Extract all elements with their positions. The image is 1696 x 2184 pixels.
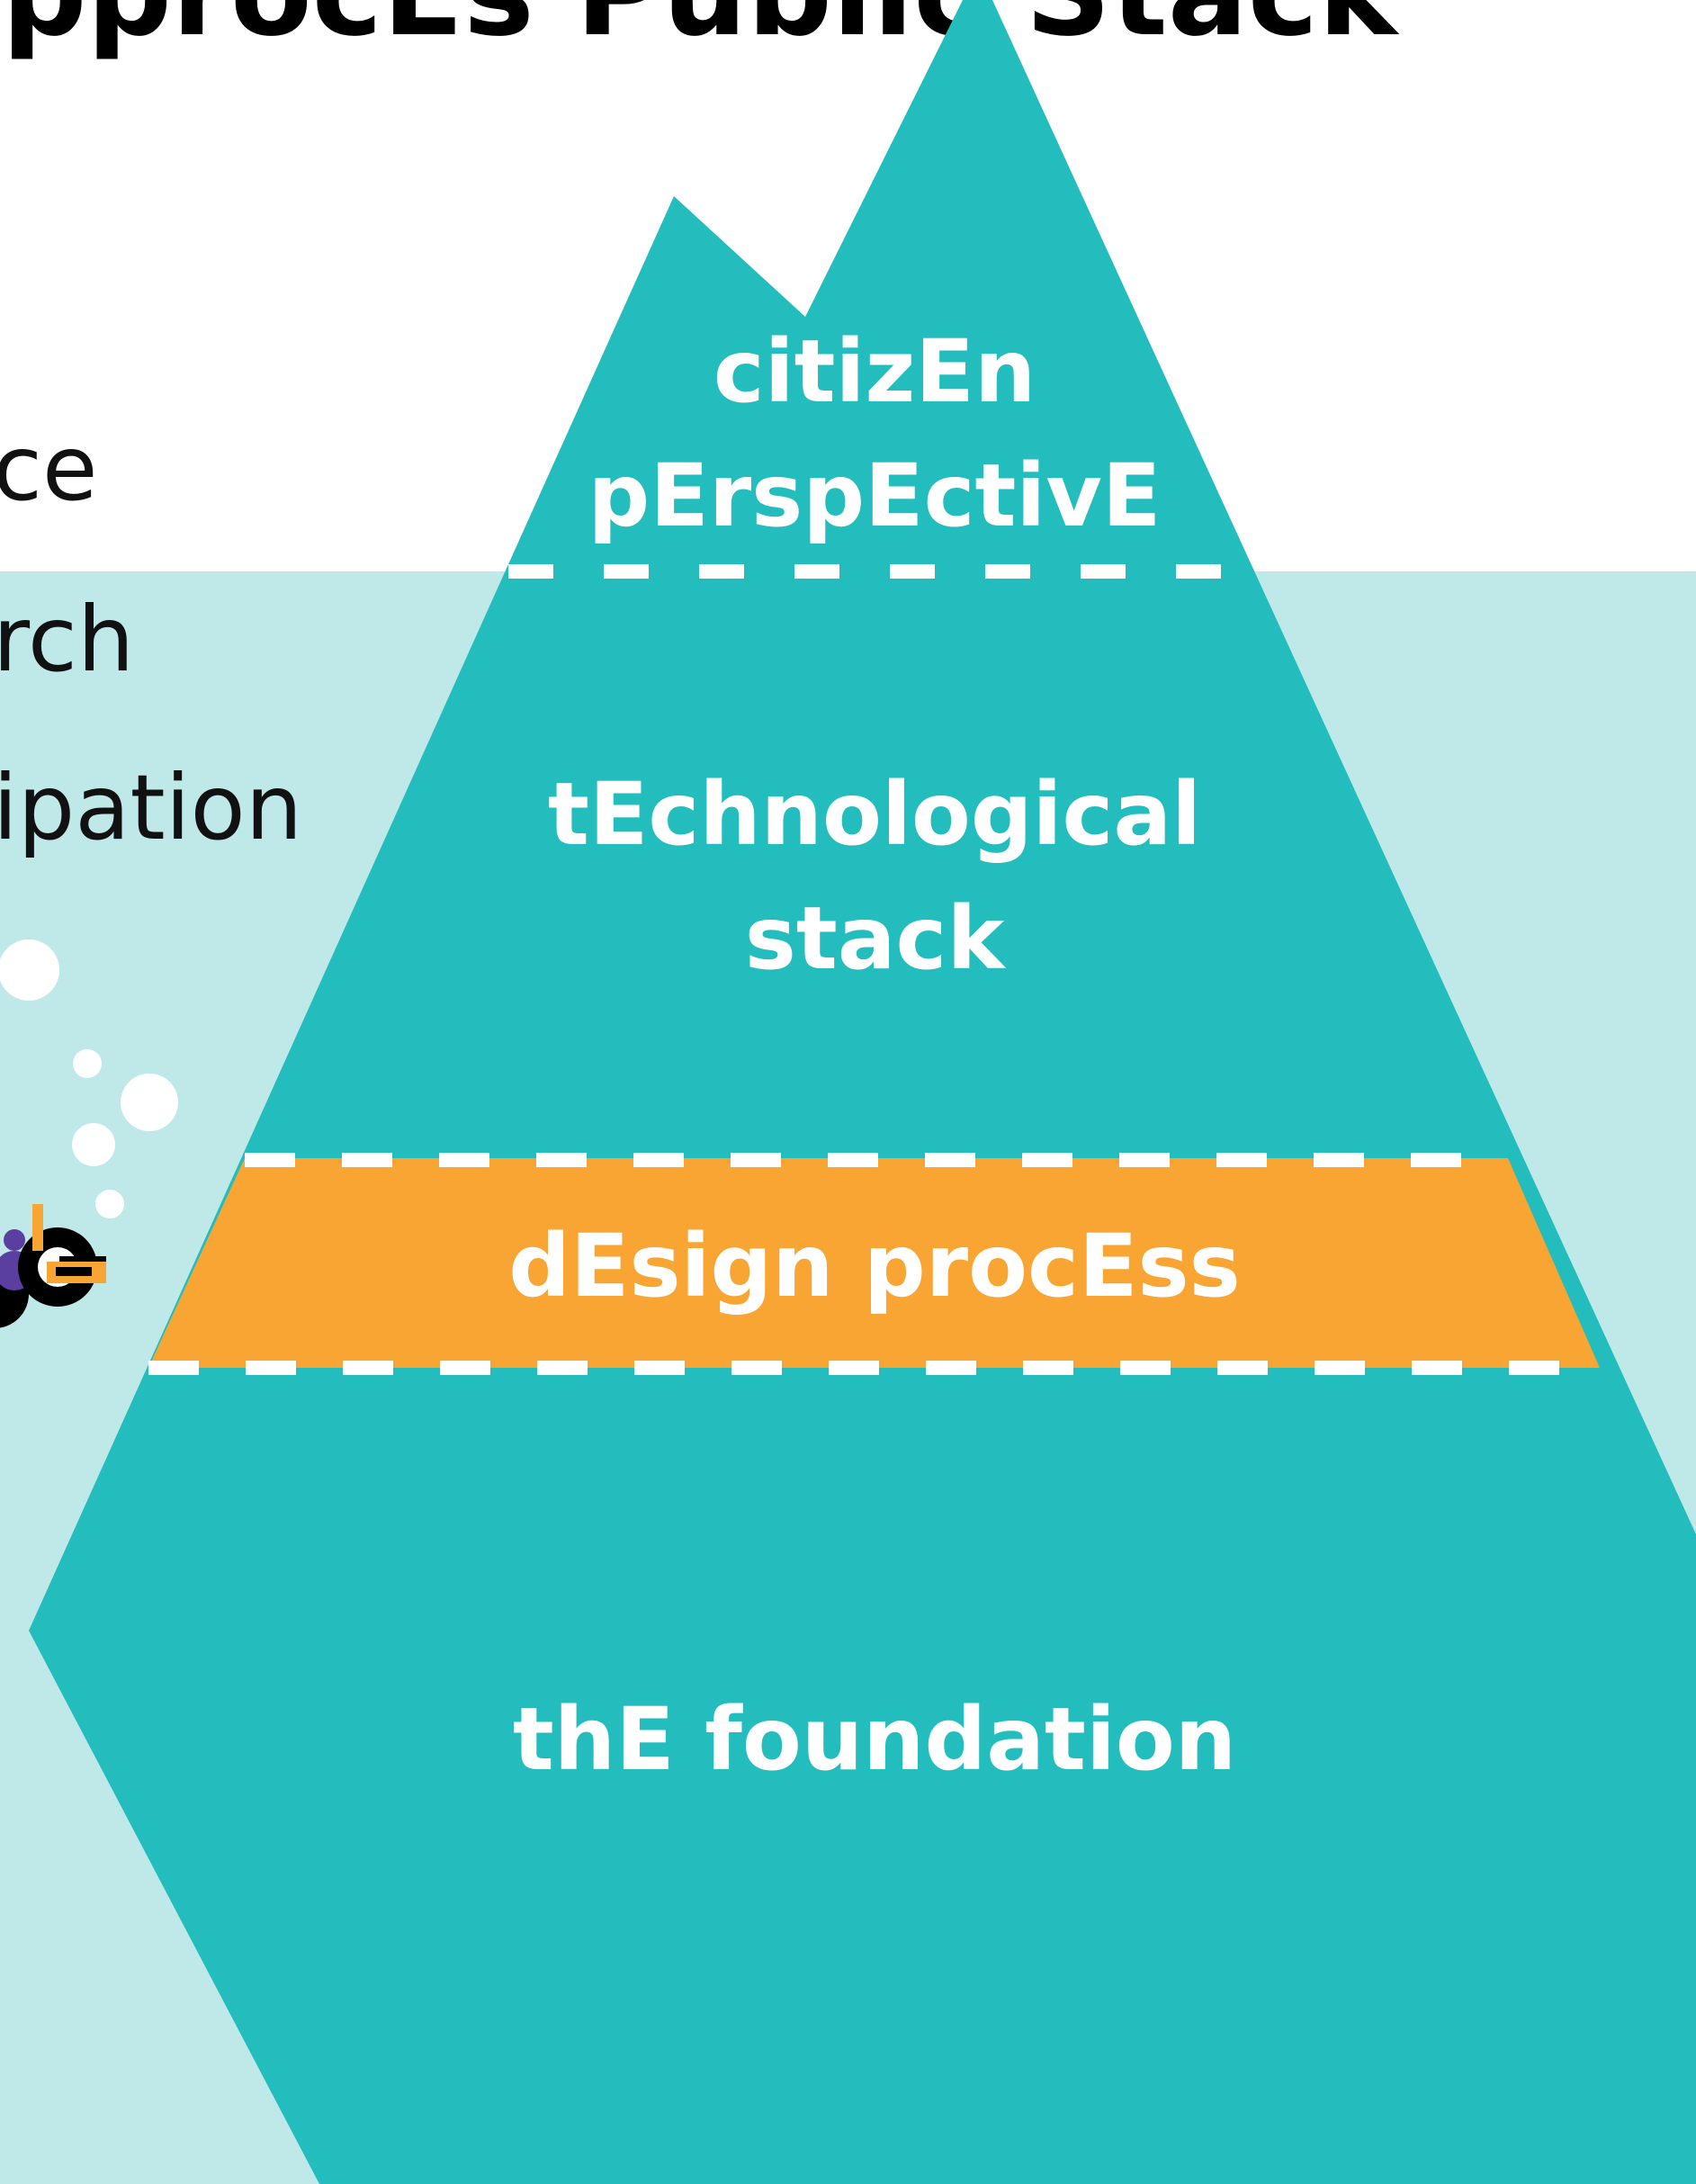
design-process-band — [148, 1158, 1600, 1368]
layer-label-line: stack — [745, 888, 1007, 989]
bubble-icon — [121, 1074, 178, 1131]
side-label-2: rch — [0, 587, 134, 692]
bubble-icon — [0, 939, 59, 1001]
layer-label-line: tEchnological — [548, 764, 1201, 865]
diver-icon — [0, 1204, 106, 1328]
side-label-3: ipation — [0, 755, 302, 860]
side-label-1: ce — [0, 416, 98, 521]
iceberg-shape — [29, 0, 1696, 2184]
layer-citizen-perspective: citizEn pErspEctivE — [588, 321, 1162, 546]
layer-label-line: citizEn — [713, 321, 1036, 422]
layer-technological-stack: tEchnological stack — [548, 764, 1201, 989]
layer-label-line: thE foundation — [513, 1689, 1236, 1790]
layer-label-line: dEsign procEss — [508, 1216, 1241, 1317]
bubbles — [0, 939, 178, 1218]
bubble-icon — [73, 1049, 102, 1078]
bubble-icon — [72, 1123, 115, 1166]
layer-label-line: pErspEctivE — [588, 445, 1162, 546]
bubble-icon — [95, 1190, 124, 1218]
layer-design-process: dEsign procEss — [508, 1216, 1241, 1317]
diagram-heading: pprocEs Public Stack — [2, 0, 1400, 63]
layer-the-foundation: thE foundation — [513, 1689, 1236, 1790]
